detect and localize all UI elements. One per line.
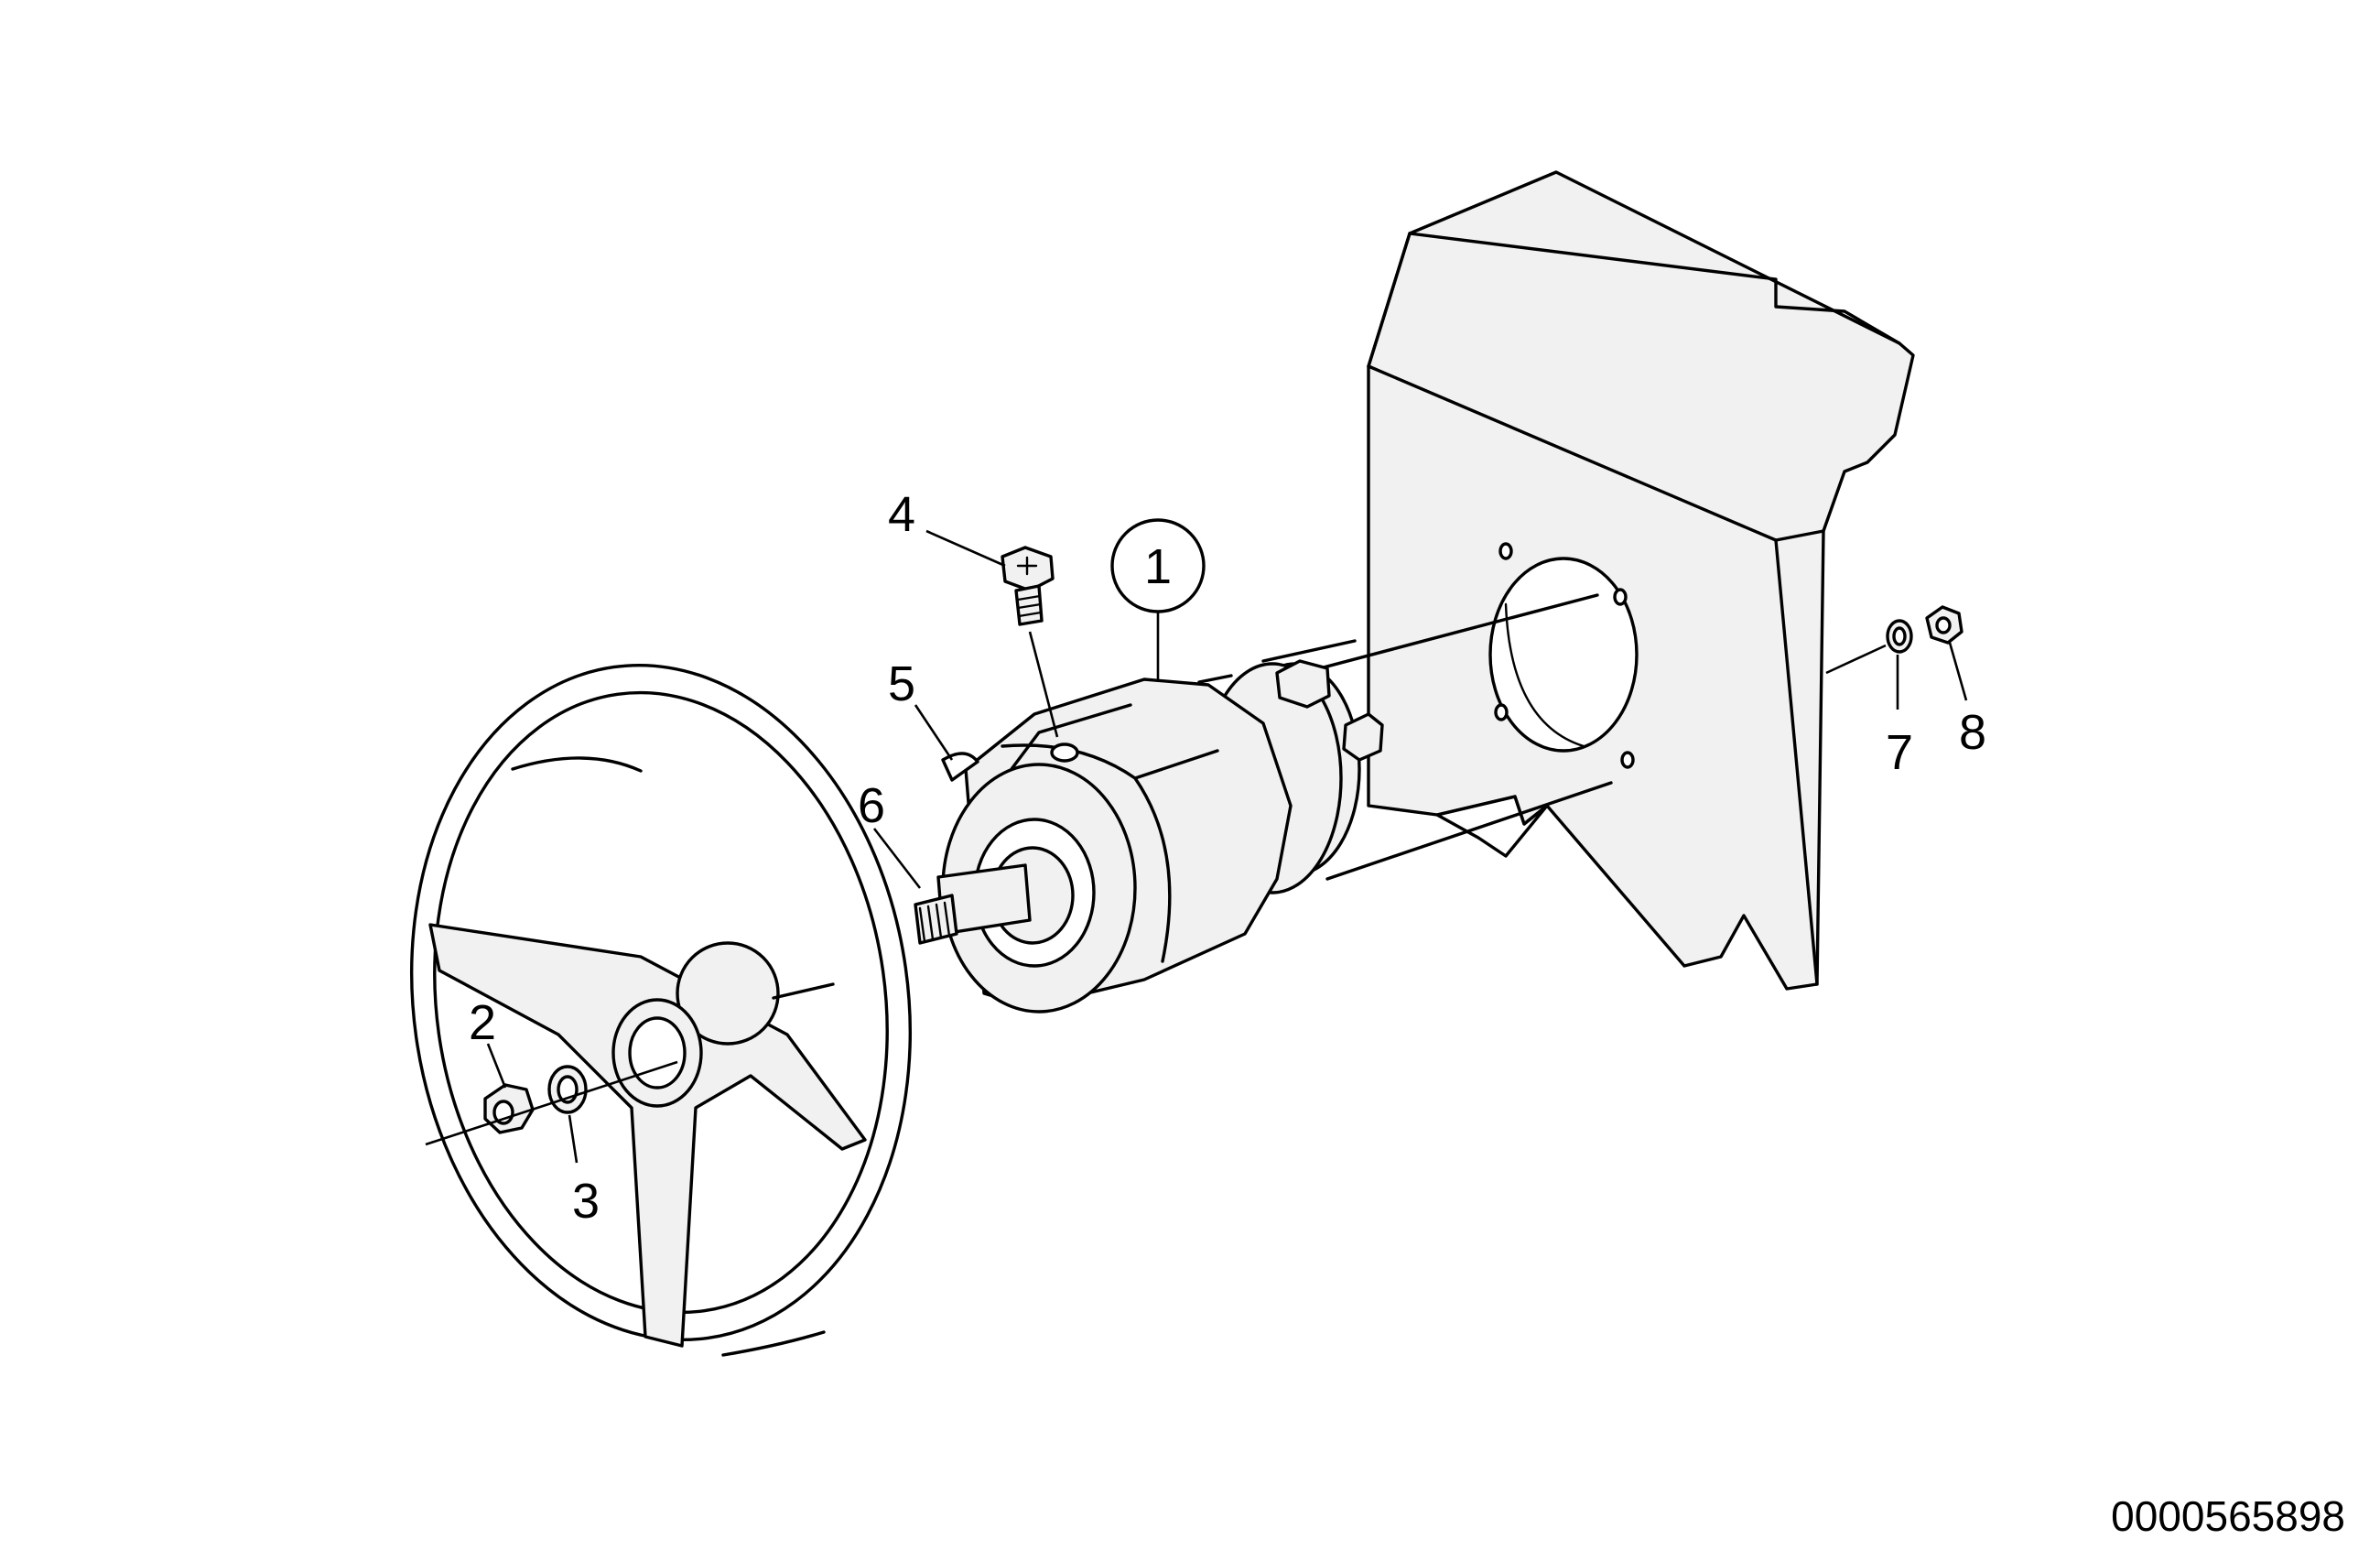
- hex-nut-panel: [1925, 605, 1964, 645]
- panel-hole: [1498, 542, 1513, 560]
- callouts: 1 2 3 4 5 6 7 8: [469, 487, 1986, 1229]
- panel-hole: [1613, 588, 1628, 606]
- washer-wheel: [547, 1065, 588, 1114]
- washer-panel: [1886, 619, 1913, 654]
- callout-1-circle: [1110, 518, 1206, 613]
- screw: [1001, 546, 1059, 738]
- steering-unit: [914, 593, 1613, 1014]
- callout-1: 1: [1110, 518, 1206, 613]
- assembly-axis-panel: [1825, 644, 1887, 675]
- callout-label-4: 4: [888, 487, 915, 542]
- callout-label-8: 8: [1959, 705, 1986, 760]
- assembly-axis-wheel: [425, 1060, 678, 1146]
- panel-hole: [1620, 751, 1635, 769]
- callout-label-2: 2: [469, 995, 496, 1050]
- steering-wheel: [410, 663, 912, 1357]
- callout-label-6: 6: [858, 778, 885, 833]
- callout-label-7: 7: [1886, 725, 1913, 780]
- leader-lines: [486, 529, 1968, 1164]
- port-hole: [1050, 743, 1079, 763]
- panel-hole: [1494, 703, 1509, 721]
- drawing-number: 0000565898: [2111, 1492, 2345, 1540]
- panel-cutout: [1488, 557, 1639, 753]
- callout-label-1: 1: [1144, 539, 1172, 594]
- mounting-panel: [1367, 170, 1915, 991]
- callout-label-3: 3: [572, 1174, 600, 1229]
- callout-label-5: 5: [888, 656, 915, 711]
